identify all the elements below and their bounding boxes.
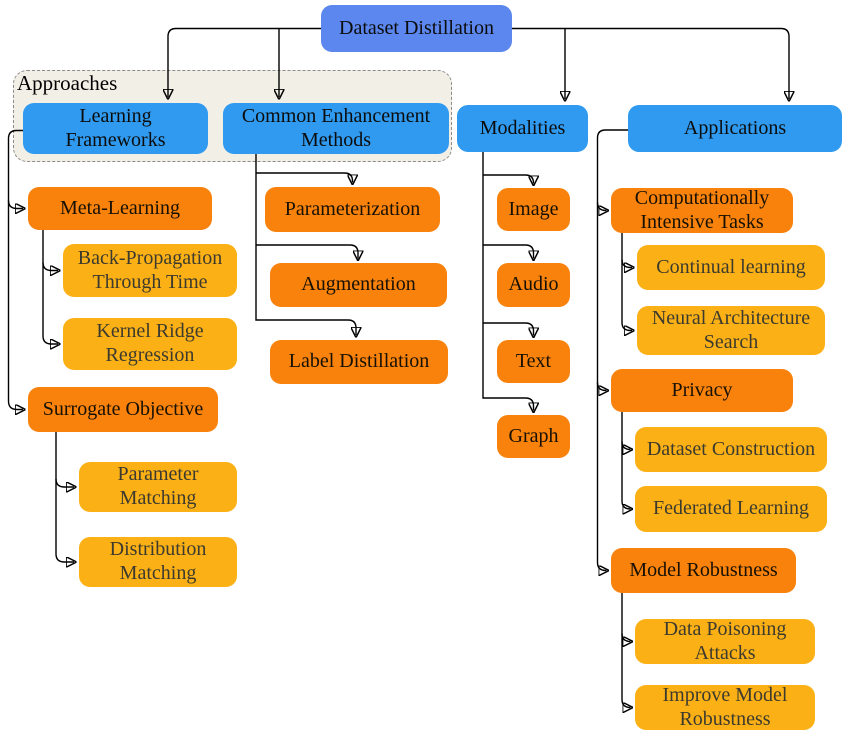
edge-app-to-privacy <box>596 382 607 391</box>
node-label-distillation: Label Distillation <box>270 340 448 384</box>
edge-so-to-parameter-matching <box>55 478 74 487</box>
node-learning-frameworks: Learning Frameworks <box>23 103 208 154</box>
edge-mod-to-text <box>483 322 534 336</box>
edge-cem-to-label-distillation <box>255 154 356 335</box>
node-meta-learning: Meta-Learning <box>28 187 212 230</box>
node-audio: Audio <box>497 263 570 307</box>
edge-root-to-applications <box>512 27 789 100</box>
node-distribution-matching: Distribution Matching <box>79 537 237 587</box>
approaches-group-label: Approaches <box>17 71 118 95</box>
node-modalities: Modalities <box>457 105 588 152</box>
edge-cit-to-neural-arch <box>621 233 632 331</box>
edge-ml-to-bptt <box>42 262 58 271</box>
node-surrogate-objective: Surrogate Objective <box>28 387 218 432</box>
edge-privacy-to-federated <box>621 412 631 509</box>
node-data-poisoning-attacks: Data Poisoning Attacks <box>635 618 815 664</box>
edge-mr-to-data-poisoning <box>621 633 631 642</box>
edge-so-to-distribution-matching <box>55 432 74 562</box>
edge-mr-to-improve-model <box>621 593 631 708</box>
edge-mod-to-graph <box>482 152 534 411</box>
edge-app-to-model-robustness <box>596 129 628 571</box>
node-parameterization: Parameterization <box>265 187 440 232</box>
edge-privacy-to-dataset-construction <box>621 441 631 450</box>
node-kernel-ridge-regression: Kernel Ridge Regression <box>63 318 237 370</box>
node-graph: Graph <box>497 415 570 458</box>
node-dataset-construction: Dataset Construction <box>635 427 827 472</box>
edge-lf-to-meta-learning <box>7 200 24 209</box>
node-privacy: Privacy <box>611 369 793 412</box>
node-image: Image <box>497 188 570 231</box>
node-computationally-intensive-tasks: Computationally Intensive Tasks <box>611 187 793 233</box>
edge-cem-to-parameterization <box>256 172 353 183</box>
node-continual-learning: Continual learning <box>637 245 825 290</box>
node-parameter-matching: Parameter Matching <box>79 462 237 512</box>
node-neural-architecture-search: Neural Architecture Search <box>637 306 825 355</box>
node-model-robustness: Model Robustness <box>611 548 796 593</box>
edge-app-to-comp-intensive <box>596 202 607 211</box>
node-federated-learning: Federated Learning <box>635 486 827 532</box>
node-augmentation: Augmentation <box>270 263 447 307</box>
node-back-propagation-through-time: Back-Propagation Through Time <box>63 244 237 297</box>
edge-mod-to-image <box>483 174 534 184</box>
edge-mod-to-audio <box>483 244 534 259</box>
node-dataset-distillation: Dataset Distillation <box>321 5 512 52</box>
edge-ml-to-kernel-ridge <box>42 230 58 344</box>
edge-lf-to-surrogate-objective <box>7 129 24 410</box>
edge-root-to-learning-frameworks <box>168 27 321 98</box>
node-text: Text <box>497 340 570 383</box>
edge-cit-to-continual <box>621 259 632 268</box>
node-applications: Applications <box>628 105 842 152</box>
edge-cem-to-augmentation <box>256 244 358 259</box>
node-common-enhancement-methods: Common Enhancement Methods <box>223 103 449 154</box>
node-improve-model-robustness: Improve Model Robustness <box>635 684 815 730</box>
